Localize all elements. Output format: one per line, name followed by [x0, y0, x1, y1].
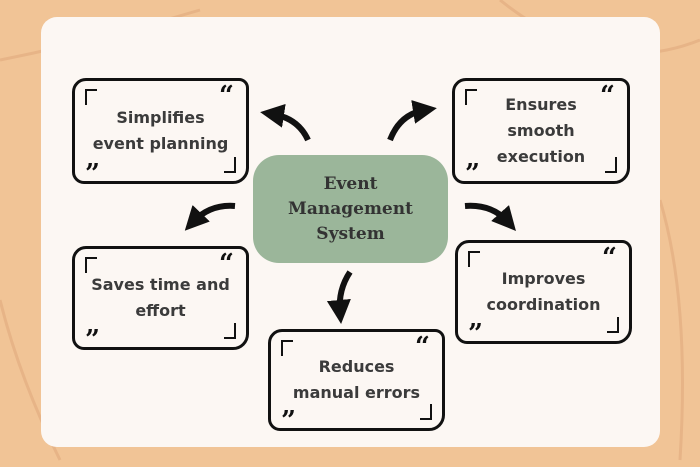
benefit-text: Simplifies event planning	[92, 108, 229, 153]
close-quote-icon: ”	[85, 325, 100, 355]
arrow-to-reduces	[326, 270, 353, 324]
open-quote-icon: “	[600, 81, 615, 111]
arrow-to-saves	[184, 202, 236, 231]
central-topic: Event Management System	[253, 155, 448, 263]
close-quote-icon: ”	[468, 319, 483, 349]
arrow-to-simplifies	[260, 103, 311, 142]
central-topic-title: Event Management System	[288, 173, 413, 244]
arrow-to-improves	[464, 202, 516, 231]
open-quote-icon: “	[219, 249, 234, 279]
benefit-text: Ensures smooth execution	[496, 95, 586, 166]
open-quote-icon: “	[219, 81, 234, 111]
close-quote-icon: ”	[281, 406, 296, 436]
benefit-box-improves: “ Improves coordination ”	[455, 240, 632, 349]
close-quote-icon: ”	[85, 159, 100, 189]
open-quote-icon: “	[415, 332, 430, 362]
benefit-text: Reduces manual errors	[292, 357, 421, 402]
benefit-box-saves: “ Saves time and effort ”	[72, 246, 249, 355]
open-quote-icon: “	[602, 243, 617, 273]
benefit-box-ensures: “ Ensures smooth execution ”	[452, 78, 630, 189]
benefit-box-reduces: “ Reduces manual errors ”	[268, 329, 445, 436]
arrow-to-ensures	[387, 100, 437, 142]
close-quote-icon: ”	[465, 159, 480, 189]
benefit-text: Improves coordination	[486, 269, 601, 314]
benefit-box-simplifies: “ Simplifies event planning ”	[72, 78, 249, 189]
benefit-text: Saves time and effort	[91, 275, 230, 320]
